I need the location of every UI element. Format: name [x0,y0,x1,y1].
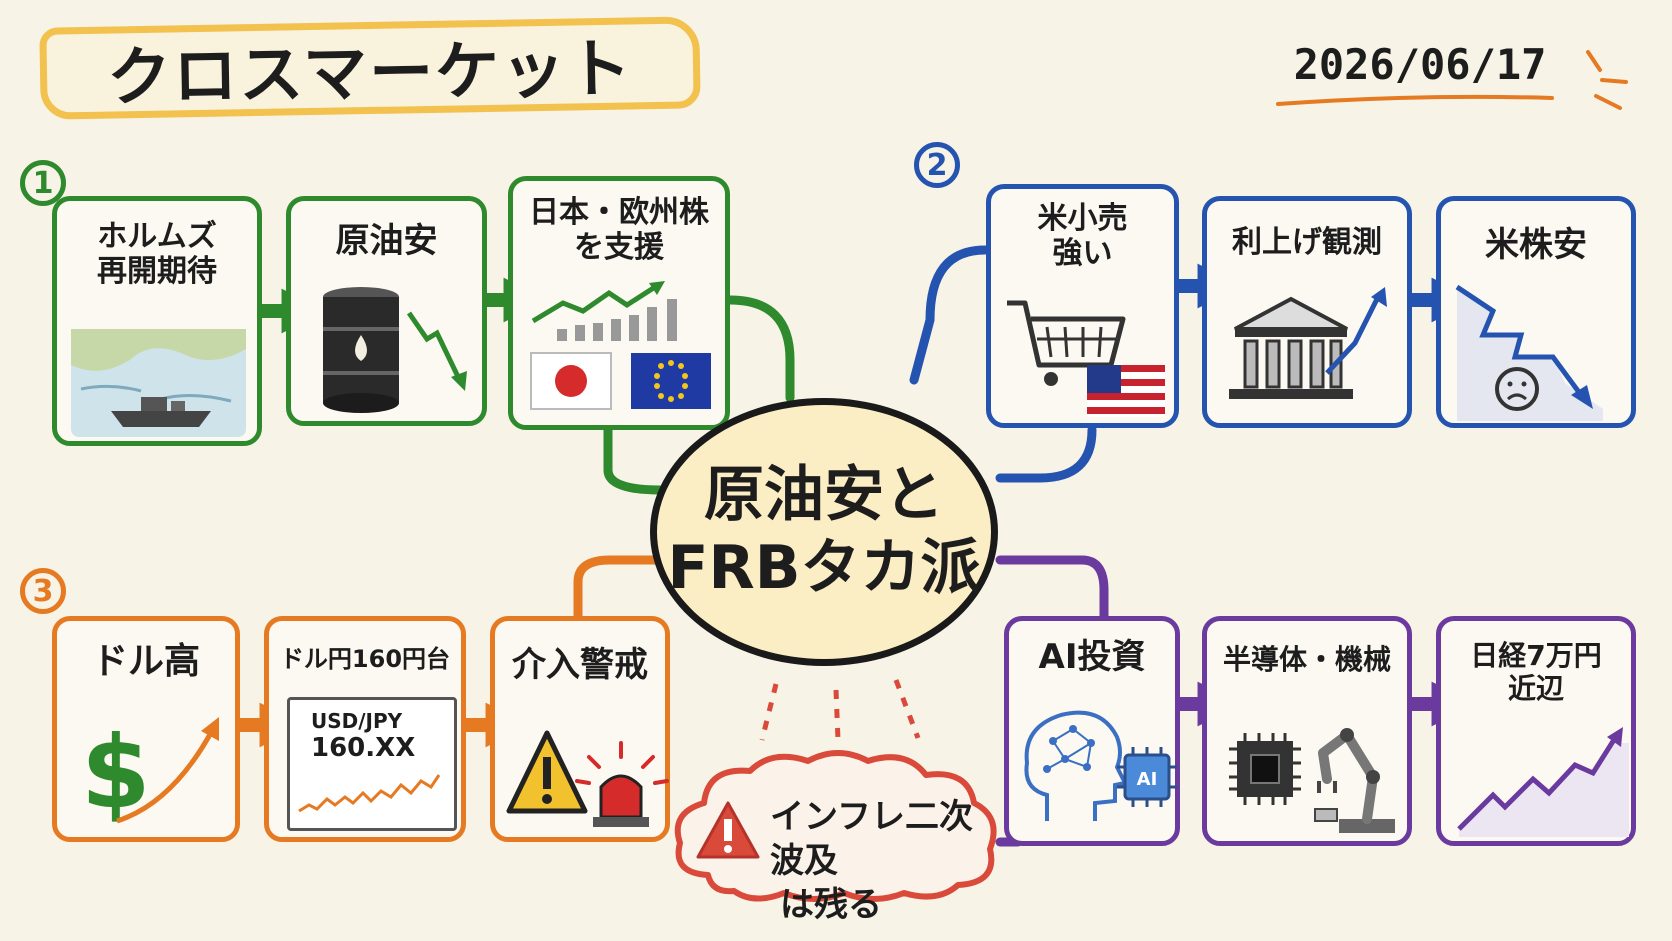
card-intervention-alert: 介入警戒 [490,616,670,842]
stocks-down-sad-icon [1455,284,1603,421]
dashed-link [833,689,841,741]
svg-text:AI: AI [1137,769,1158,790]
card-label: 原油安 [335,221,438,261]
card-semiconductor-machinery: 半導体・機械 [1202,616,1412,846]
card-ai-investment: AI投資 AI [1004,616,1180,846]
card-us-stocks-down: 米株安 [1436,196,1636,428]
warning-siren-icon [506,730,669,827]
purple-branch-line [995,555,1109,627]
card-label: 日本・欧州株 を支援 [529,195,709,266]
central-theme-node: 原油安と FRBタカ派 [650,398,998,666]
inflation-risk-cloud [674,750,997,902]
card-japan-europe-stocks: 日本・欧州株 を支援 [508,176,730,430]
usdjpy-line-icon [298,774,441,813]
oil-barrel-down-icon [323,287,467,413]
dashed-link [893,679,921,739]
orange-branch-line [573,555,665,630]
strait-ship-icon [71,329,246,437]
inflation-note: インフレ二次波及 は残る [770,795,1000,928]
card-label: 半導体・機械 [1222,643,1391,676]
central-theme-line-1: 原油安と [704,459,944,530]
date-label: 2026/06/17 [1293,40,1547,89]
inflation-note-line-1: インフレ二次波及 [770,797,973,882]
usdjpy-rate-label: 160.XX [311,733,416,763]
ai-brain-chip-icon: AI [1024,710,1177,821]
card-us-retail-strong: 米小売 強い [986,184,1179,428]
dashed-link [759,683,779,741]
central-theme-line-2: FRBタカ派 [667,533,981,603]
card-nikkei-70000: 日経7万円 近辺 [1436,616,1636,846]
card-label: ドル高 [91,641,200,682]
blue-branch-line-2 [995,425,1097,483]
card-dollar-strong: ドル高 $ [52,616,240,842]
green-branch-line-2 [603,425,665,495]
date-accent-marks [1586,50,1628,110]
stocks-up-purple-icon [1457,727,1629,837]
card-rate-hike-speculation: 利上げ観測 [1202,196,1412,428]
card-label: 日経7万円 近辺 [1470,639,1602,706]
card-label: 介入警戒 [512,645,648,685]
card-label: ホルムズ 再開期待 [97,219,217,290]
green-branch-line [725,295,795,403]
card-label: 利上げ観測 [1232,225,1382,260]
inflation-note-line-2: は残る [780,885,882,926]
section-number-3: 3 [20,568,66,614]
card-oil-cheap: 原油安 [286,196,487,426]
shopping-cart-us-flag-icon [1007,300,1165,417]
card-label: ドル円160円台 [279,645,451,673]
card-dollar-yen-160: ドル円160円台 USD/JPY 160.XX [264,616,466,842]
page-title: クロスマーケット [39,16,701,120]
dollar-up-icon: $ [81,714,219,831]
date-underline [1276,94,1554,106]
central-bank-up-icon [1229,287,1387,399]
card-label: 米小売 強い [1037,201,1128,272]
usdjpy-pair-label: USD/JPY [311,709,403,733]
section-number-2: 2 [914,142,960,188]
usdjpy-pair: USD/JPY 160.XX [311,709,415,764]
chip-robot-arm-icon [1229,728,1395,833]
section-number-1: 1 [20,160,66,206]
stocks-up-flags-icon [530,281,711,410]
card-label: AI投資 [1038,637,1146,677]
card-hormuz: ホルムズ 再開期待 [52,196,262,446]
blue-branch-line [909,245,990,385]
card-label: 米株安 [1485,225,1587,265]
